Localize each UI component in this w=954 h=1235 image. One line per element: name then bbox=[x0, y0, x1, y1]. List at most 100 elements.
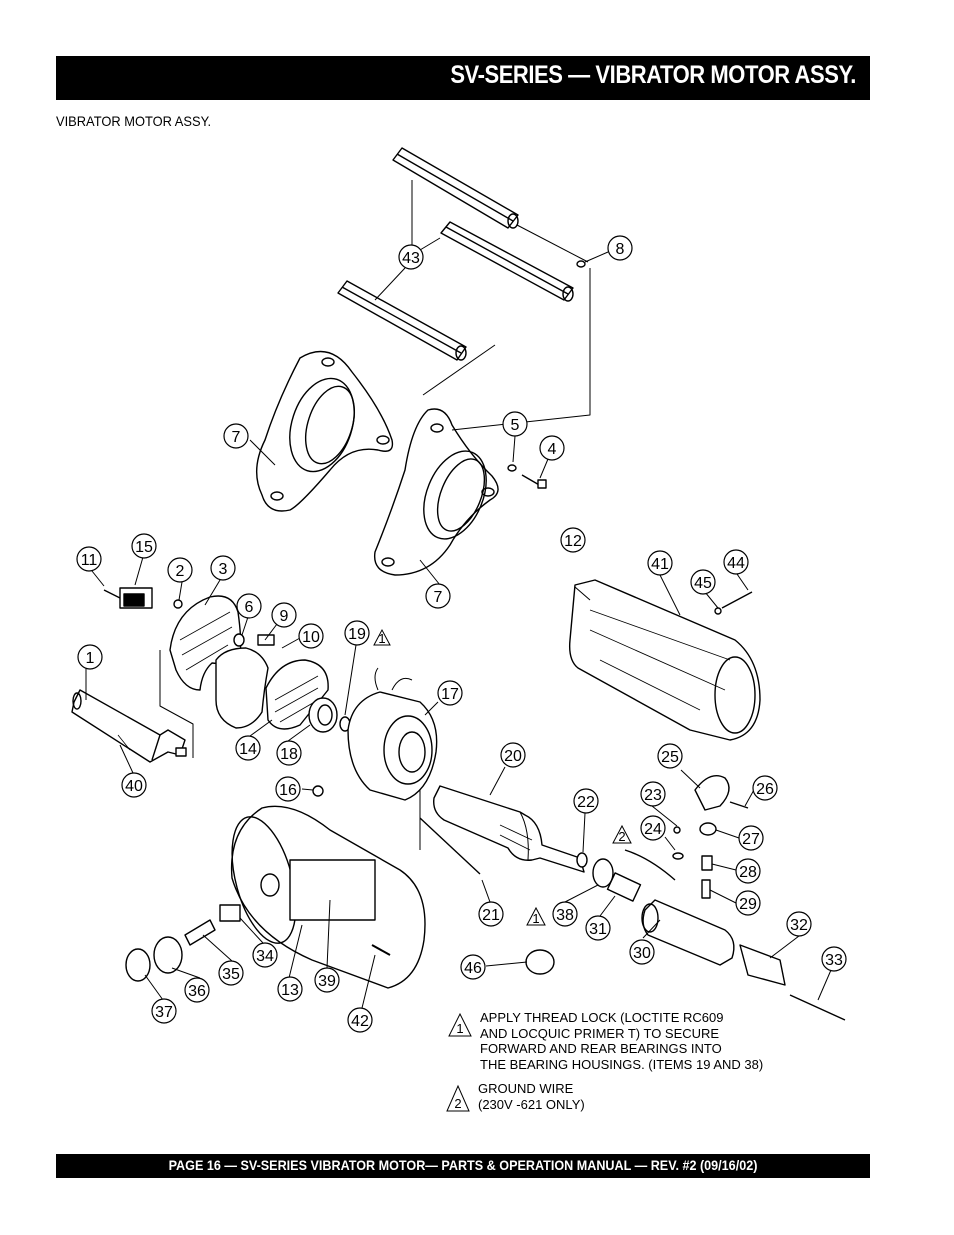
pin-29 bbox=[701, 879, 711, 899]
svg-text:1: 1 bbox=[86, 650, 95, 667]
callout-26: 26 bbox=[752, 775, 778, 801]
svg-text:25: 25 bbox=[661, 749, 679, 766]
note-markers: 1 2 1 1 2 bbox=[373, 628, 632, 1112]
bearing-18 bbox=[308, 697, 338, 733]
hose-barb-33 bbox=[789, 994, 846, 1021]
note-line: GROUND WIRE bbox=[478, 1081, 574, 1096]
callout-8: 8 bbox=[607, 235, 633, 261]
note-line: APPLY THREAD LOCK (LOCTITE RC609 bbox=[480, 1010, 724, 1025]
bolt-44 bbox=[721, 591, 753, 609]
svg-text:10: 10 bbox=[302, 629, 320, 646]
bearing-housing-front bbox=[373, 408, 499, 576]
callout-10: 10 bbox=[298, 623, 324, 649]
callout-31: 31 bbox=[585, 915, 611, 941]
fan-cover-14 bbox=[265, 659, 329, 730]
callout-30: 30 bbox=[629, 939, 655, 965]
callout-21: 21 bbox=[478, 901, 504, 927]
svg-text:12: 12 bbox=[564, 533, 582, 550]
callout-12: 12 bbox=[560, 527, 586, 553]
svg-text:43: 43 bbox=[402, 250, 420, 267]
coupling-31 bbox=[606, 872, 642, 902]
callout-41: 41 bbox=[647, 550, 673, 576]
bushing-34 bbox=[219, 904, 241, 922]
callout-5: 5 bbox=[502, 411, 528, 437]
svg-text:36: 36 bbox=[188, 983, 206, 1000]
note-line: THE BEARING HOUSINGS. (ITEMS 19 AND 38) bbox=[480, 1056, 764, 1072]
plug-37 bbox=[125, 948, 151, 982]
o-ring-36 bbox=[153, 936, 183, 974]
callout-15: 15 bbox=[131, 533, 157, 559]
svg-text:35: 35 bbox=[222, 966, 240, 983]
svg-text:7: 7 bbox=[434, 589, 443, 606]
rotor-20 bbox=[433, 785, 585, 873]
callout-18: 18 bbox=[276, 740, 302, 766]
bearing-22 bbox=[576, 852, 588, 868]
callout-28: 28 bbox=[735, 858, 761, 884]
svg-text:26: 26 bbox=[756, 781, 774, 798]
svg-text:9: 9 bbox=[280, 608, 289, 625]
svg-text:5: 5 bbox=[511, 417, 520, 434]
svg-text:4: 4 bbox=[548, 441, 557, 458]
svg-text:45: 45 bbox=[694, 575, 712, 592]
washer-8 bbox=[576, 260, 586, 268]
switch-box bbox=[103, 587, 153, 609]
svg-text:19: 19 bbox=[348, 626, 366, 643]
callout-24: 24 bbox=[640, 815, 666, 841]
callouts: 43 8 7 7 5 4 11 15 2 3 6 9 10 1 40 14 18… bbox=[76, 235, 847, 1033]
screw-21 bbox=[419, 817, 481, 875]
washer-24 bbox=[672, 852, 684, 860]
note-thread-lock: APPLY THREAD LOCK (LOCTITE RC609 AND LOC… bbox=[480, 1010, 763, 1072]
stator-17 bbox=[347, 667, 438, 801]
callout-23: 23 bbox=[640, 781, 666, 807]
note-ground-wire: GROUND WIRE (230V -621 ONLY) bbox=[478, 1081, 585, 1112]
diagram-subtitle: VIBRATOR MOTOR ASSY. bbox=[56, 113, 212, 129]
svg-text:44: 44 bbox=[727, 555, 745, 572]
svg-text:22: 22 bbox=[577, 794, 595, 811]
callout-3: 3 bbox=[210, 555, 236, 581]
marker-ground-note2: 2 bbox=[612, 824, 632, 844]
svg-text:3: 3 bbox=[219, 561, 228, 578]
spacer-27 bbox=[699, 822, 717, 836]
svg-text:37: 37 bbox=[155, 1004, 173, 1021]
callout-17: 17 bbox=[437, 680, 463, 706]
svg-text:28: 28 bbox=[739, 864, 757, 881]
callout-35: 35 bbox=[218, 960, 244, 986]
callout-43: 43 bbox=[398, 244, 424, 270]
svg-text:14: 14 bbox=[239, 741, 257, 758]
svg-text:13: 13 bbox=[281, 982, 299, 999]
footer-text: PAGE 16 — SV-SERIES VIBRATOR MOTOR— PART… bbox=[168, 1157, 758, 1173]
callout-20: 20 bbox=[500, 742, 526, 768]
svg-text:27: 27 bbox=[742, 831, 760, 848]
callout-38: 38 bbox=[552, 901, 578, 927]
svg-text:2: 2 bbox=[454, 1096, 461, 1111]
callout-44: 44 bbox=[723, 549, 749, 575]
ground-wire bbox=[624, 849, 676, 881]
svg-text:17: 17 bbox=[441, 686, 459, 703]
gasket-9 bbox=[215, 647, 269, 729]
callout-14: 14 bbox=[235, 735, 261, 761]
svg-text:15: 15 bbox=[135, 539, 153, 556]
washer-6 bbox=[233, 633, 245, 647]
tie-rod-bottom bbox=[337, 280, 467, 361]
svg-text:2: 2 bbox=[618, 829, 625, 844]
callout-1: 1 bbox=[77, 644, 103, 670]
callout-19: 19 bbox=[344, 620, 370, 646]
callout-29: 29 bbox=[735, 890, 761, 916]
note-line: FORWARD AND REAR BEARINGS INTO bbox=[480, 1041, 722, 1056]
svg-text:40: 40 bbox=[125, 778, 143, 795]
svg-text:18: 18 bbox=[280, 746, 298, 763]
callout-7: 7 bbox=[223, 423, 249, 449]
callout-45: 45 bbox=[690, 569, 716, 595]
tie-rod-middle bbox=[440, 221, 574, 302]
svg-text:2: 2 bbox=[176, 563, 185, 580]
gearbox-housing-41 bbox=[568, 579, 761, 741]
note-line: (230V -621 ONLY) bbox=[478, 1096, 585, 1112]
motor-housing-13 bbox=[230, 805, 426, 989]
callout-27: 27 bbox=[738, 825, 764, 851]
fitting-32 bbox=[739, 944, 786, 986]
svg-text:6: 6 bbox=[245, 599, 254, 616]
screw-2 bbox=[173, 599, 183, 609]
callout-37: 37 bbox=[151, 998, 177, 1024]
marker-19-note1: 1 bbox=[373, 628, 391, 646]
